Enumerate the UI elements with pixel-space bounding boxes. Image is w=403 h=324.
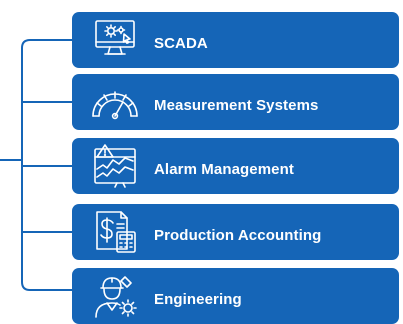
measurement-systems-label: Measurement Systems (154, 96, 319, 114)
accounting-calculator-icon (86, 206, 144, 258)
engineer-gears-icon (86, 270, 144, 322)
production-accounting-item[interactable]: Production Accounting (72, 204, 399, 260)
gauge-icon (86, 76, 144, 128)
alarm-management-item[interactable]: Alarm Management (72, 138, 399, 194)
scada-item[interactable]: SCADA (72, 12, 399, 68)
scada-label: SCADA (154, 34, 208, 52)
engineering-label: Engineering (154, 290, 242, 308)
monitor-gear-icon (86, 14, 144, 66)
alarm-management-label: Alarm Management (154, 160, 294, 178)
alarm-chart-icon (86, 140, 144, 192)
production-accounting-label: Production Accounting (154, 226, 322, 244)
engineering-item[interactable]: Engineering (72, 268, 399, 324)
measurement-systems-item[interactable]: Measurement Systems (72, 74, 399, 130)
connector-spine (21, 39, 31, 291)
